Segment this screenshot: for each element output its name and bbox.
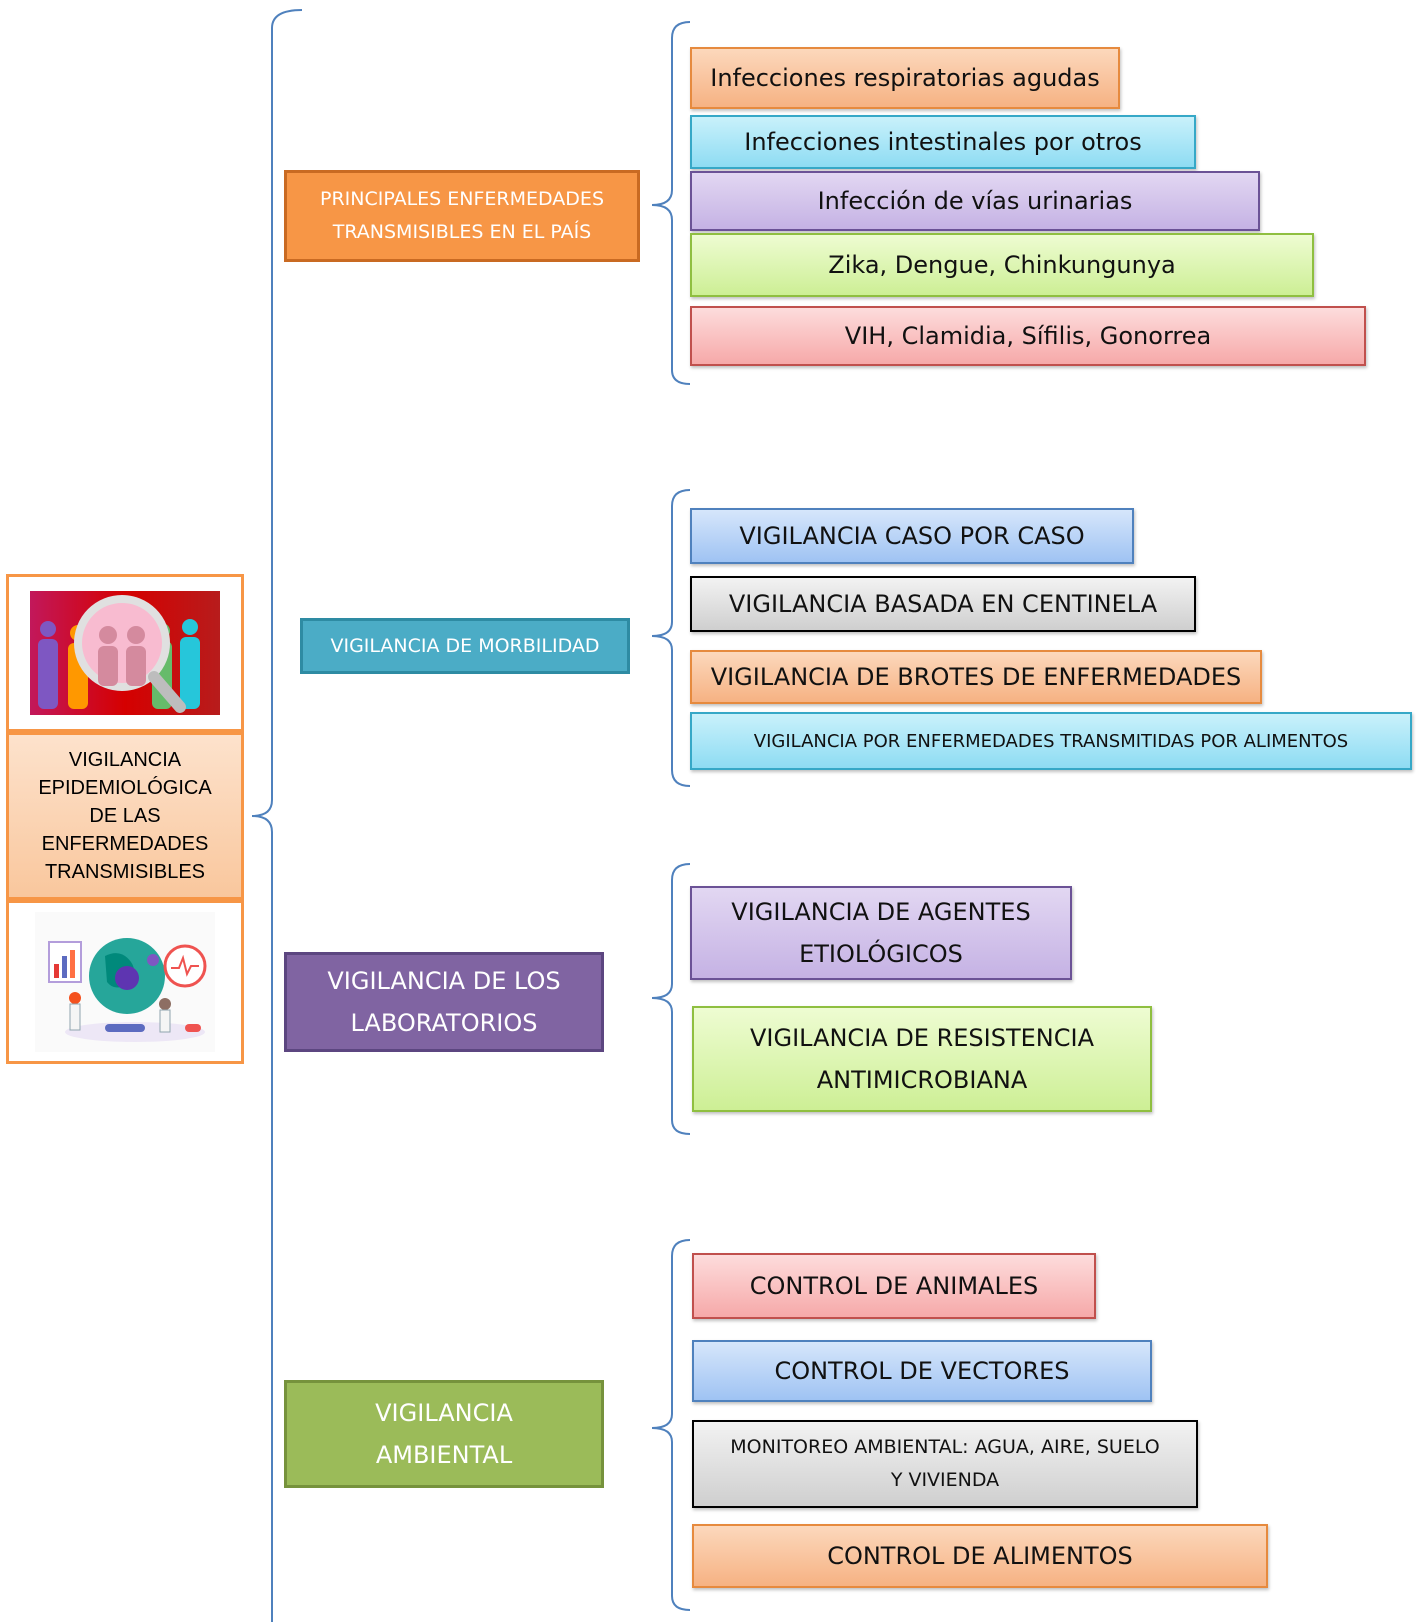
bracket-group-2 [651,489,691,787]
leaf-label: VIGILANCIA CASO POR CASO [739,522,1085,550]
leaf-label: CONTROL DE ALIMENTOS [827,1542,1133,1570]
leaf-box: CONTROL DE VECTORES [692,1340,1152,1402]
leaf-label: VIGILANCIA POR ENFERMEDADES TRANSMITIDAS… [753,730,1349,752]
leaf-label: VIGILANCIA DE RESISTENCIA ANTIMICROBIANA [749,1024,1095,1094]
bracket-group-4 [651,1239,691,1611]
surveillance-image-top [6,574,244,732]
bracket-group-3 [651,863,691,1135]
leaf-label: Zika, Dengue, Chinkungunya [828,251,1176,279]
leaf-label: MONITOREO AMBIENTAL: AGUA, AIRE, SUELO Y… [730,1436,1160,1491]
main-bracket [251,9,303,1622]
leaf-label: Infecciones intestinales por otros [744,128,1142,156]
leaf-box: VIGILANCIA POR ENFERMEDADES TRANSMITIDAS… [690,712,1412,770]
leaf-box: MONITOREO AMBIENTAL: AGUA, AIRE, SUELO Y… [692,1420,1198,1508]
category-label: VIGILANCIA AMBIENTAL [375,1399,513,1469]
leaf-box: VIGILANCIA DE AGENTES ETIOLÓGICOS [690,886,1072,980]
surveillance-image-bottom [6,900,244,1064]
leaf-label: Infecciones respiratorias agudas [710,64,1100,92]
category-vigilancia-ambiental: VIGILANCIA AMBIENTAL [284,1380,604,1488]
leaf-box: Zika, Dengue, Chinkungunya [690,233,1314,297]
leaf-box: Infecciones respiratorias agudas [690,47,1120,109]
leaf-label: VIGILANCIA DE BROTES DE ENFERMEDADES [710,663,1242,691]
leaf-box: Infecciones intestinales por otros [690,115,1196,169]
leaf-label: VIGILANCIA BASADA EN CENTINELA [728,590,1158,618]
leaf-label: VIH, Clamidia, Sífilis, Gonorrea [844,322,1212,350]
category-label: VIGILANCIA DE LOS LABORATORIOS [327,967,561,1037]
leaf-label: VIGILANCIA DE AGENTES ETIOLÓGICOS [731,898,1031,968]
leaf-box: VIGILANCIA DE BROTES DE ENFERMEDADES [690,650,1262,704]
leaf-label: CONTROL DE ANIMALES [749,1272,1039,1300]
leaf-box: CONTROL DE ALIMENTOS [692,1524,1268,1588]
category-label: VIGILANCIA DE MORBILIDAD [330,635,600,657]
leaf-box: Infección de vías urinarias [690,171,1260,231]
leaf-box: VIGILANCIA BASADA EN CENTINELA [690,576,1196,632]
category-label: PRINCIPALES ENFERMEDADES TRANSMISIBLES E… [319,188,605,243]
root-title-box: VIGILANCIA EPIDEMIOLÓGICA DE LAS ENFERME… [6,732,244,900]
leaf-box: VIH, Clamidia, Sífilis, Gonorrea [690,306,1366,366]
bracket-group-1 [651,21,691,385]
leaf-box: CONTROL DE ANIMALES [692,1253,1096,1319]
category-vigilancia-laboratorios: VIGILANCIA DE LOS LABORATORIOS [284,952,604,1052]
leaf-label: CONTROL DE VECTORES [774,1357,1070,1385]
leaf-box: VIGILANCIA CASO POR CASO [690,508,1134,564]
magnifier-people-illustration [30,591,220,715]
category-vigilancia-morbilidad: VIGILANCIA DE MORBILIDAD [300,618,630,674]
root-title: VIGILANCIA EPIDEMIOLÓGICA DE LAS ENFERME… [38,749,212,883]
category-principales-enfermedades: PRINCIPALES ENFERMEDADES TRANSMISIBLES E… [284,170,640,262]
leaf-label: Infección de vías urinarias [817,187,1133,215]
leaf-box: VIGILANCIA DE RESISTENCIA ANTIMICROBIANA [692,1006,1152,1112]
lab-globe-illustration [35,912,215,1052]
